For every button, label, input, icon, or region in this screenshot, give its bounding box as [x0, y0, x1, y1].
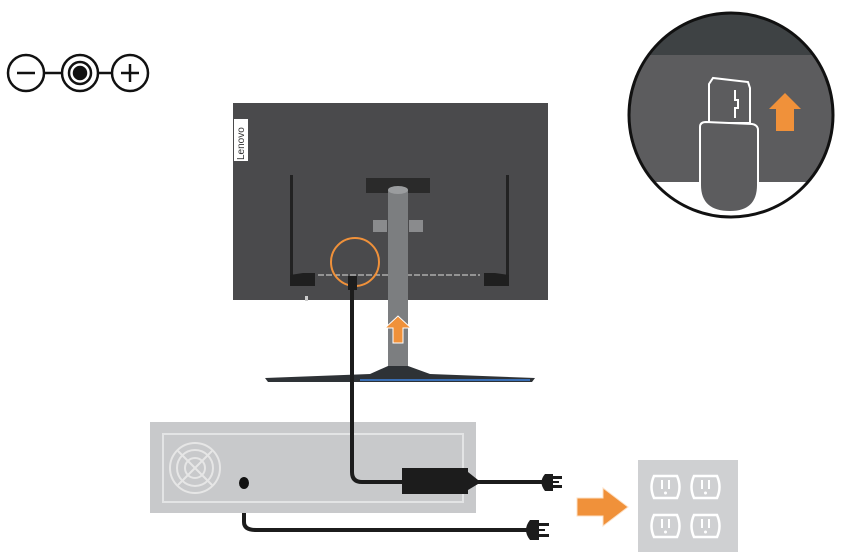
computer-case-icon	[150, 422, 476, 513]
power-plug-icon	[541, 474, 562, 491]
polarity-symbol-icon	[6, 53, 150, 93]
arrow-up-icon	[383, 315, 413, 344]
power-plug-icon	[526, 520, 549, 540]
wall-outlet-icon	[638, 460, 738, 552]
pc-power-cable	[242, 513, 530, 532]
arrow-right-icon	[576, 486, 629, 528]
power-adapter-icon	[350, 290, 545, 494]
power-port	[239, 477, 249, 489]
fan-icon	[169, 442, 221, 494]
monitor-rear-icon: Lenovo	[233, 103, 548, 382]
arrow-up-icon	[769, 93, 801, 131]
usb-detail-inset	[627, 11, 835, 219]
lenovo-logo: Lenovo	[236, 127, 247, 160]
usb-plug-icon	[699, 76, 759, 214]
